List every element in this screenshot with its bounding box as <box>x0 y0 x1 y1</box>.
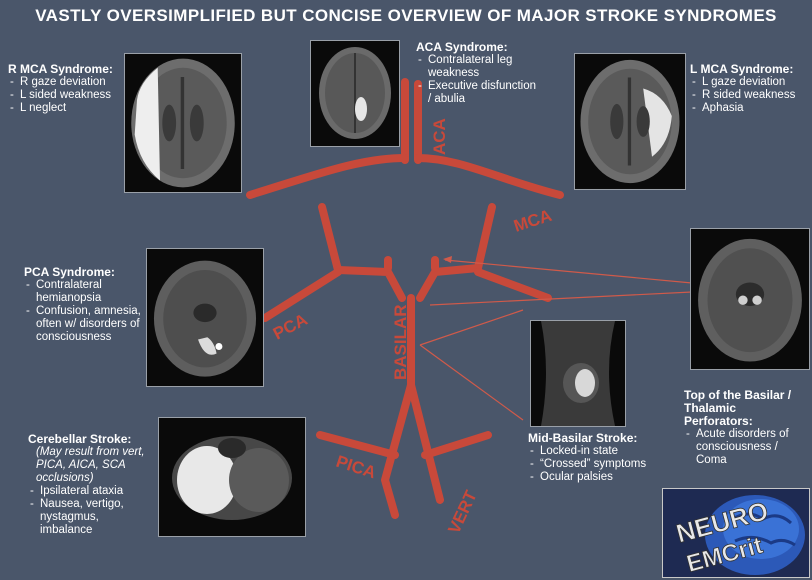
aca-syndrome: ACA Syndrome: Contralateral leg weakness… <box>416 41 540 106</box>
mid-basilar-syndrome: Mid-Basilar Stroke: Locked-in state “Cro… <box>528 431 658 485</box>
vessel-pca-right <box>416 264 482 302</box>
mid-basilar-item: Ocular palsies <box>528 471 658 484</box>
cerebellar-item: Nausea, vertigo, nystagmus, imbalance <box>28 498 146 537</box>
pointer-lines <box>419 259 693 421</box>
vessel-label-aca: ACA <box>430 118 449 155</box>
r-mca-syndrome: R MCA Syndrome: R gaze deviation L sided… <box>8 62 126 116</box>
vessel-right-arc <box>414 154 564 199</box>
vessel-left-arc <box>246 154 409 199</box>
pointer-mid-basilar-2 <box>419 344 524 421</box>
page-title: VASTLY OVERSIMPLIFIED BUT CONCISE OVERVI… <box>35 6 777 25</box>
mid-basilar-heading: Mid-Basilar Stroke: <box>528 431 638 445</box>
l-mca-item: Aphasia <box>690 102 808 115</box>
vessel-mca-left-branch <box>318 203 342 274</box>
pointer-mid-basilar-1 <box>419 309 524 346</box>
scan-cerebellar <box>158 417 306 537</box>
top-basilar-heading: Top of the Basilar / Thalamic Perforator… <box>684 388 792 428</box>
pca-item: Confusion, amnesia, often w/ disorders o… <box>24 305 142 344</box>
top-basilar-item: Acute disorders of consciousness / Coma <box>684 428 808 467</box>
vessel-vert-right <box>407 381 444 504</box>
vessel-tree <box>246 78 564 519</box>
aca-item: Executive disfunction / abulia <box>416 80 540 106</box>
scan-mid-basilar <box>530 320 626 427</box>
vessel-label-basilar: BASILAR <box>391 304 410 380</box>
vessel-label-pica: PICA <box>334 452 379 483</box>
vessel-pica-right <box>421 431 492 459</box>
mid-basilar-item: Locked-in state <box>528 445 658 458</box>
l-mca-item: R sided weakness <box>690 89 808 102</box>
aca-heading: ACA Syndrome: <box>416 40 508 54</box>
r-mca-heading: R MCA Syndrome: <box>8 62 113 76</box>
pca-item: Contralateral hemianopsia <box>24 279 142 305</box>
cerebellar-item: Ipsilateral ataxia <box>28 485 146 498</box>
cerebellar-syndrome: Cerebellar Stroke: (May result from vert… <box>28 433 146 537</box>
vessel-pca-left-out <box>261 268 342 322</box>
r-mca-item: R gaze deviation <box>8 76 126 89</box>
vessel-label-mca: MCA <box>511 206 554 236</box>
cerebellar-note: (May result from vert, PICA, AICA, SCA o… <box>36 446 145 484</box>
pca-syndrome: PCA Syndrome: Contralateral hemianopsia … <box>24 266 142 344</box>
vessel-mca-right-branch <box>474 203 496 272</box>
vessel-pica-left <box>316 431 399 459</box>
vessel-pca-left <box>334 266 406 302</box>
r-mca-item: L neglect <box>8 102 126 115</box>
scan-r-mca <box>124 53 242 193</box>
l-mca-item: L gaze deviation <box>690 76 808 89</box>
pointer-top-basilar-1 <box>444 259 693 284</box>
pointer-arrowhead <box>443 256 452 263</box>
l-mca-heading: L MCA Syndrome: <box>690 62 794 76</box>
l-mca-syndrome: L MCA Syndrome: L gaze deviation R sided… <box>690 62 808 116</box>
mid-basilar-item: “Crossed” symptoms <box>528 458 658 471</box>
vessel-vert-left <box>381 381 415 519</box>
aca-item: Contralateral leg weakness <box>416 54 540 80</box>
vessel-pca-right-out <box>474 268 552 302</box>
vessel-label-vert: VERT <box>444 487 481 537</box>
scan-l-mca <box>574 53 686 190</box>
cerebellar-heading: Cerebellar Stroke: <box>28 432 132 446</box>
pca-heading: PCA Syndrome: <box>24 265 115 279</box>
top-basilar-syndrome: Top of the Basilar / Thalamic Perforator… <box>684 389 808 467</box>
pointer-top-basilar-2 <box>429 291 693 306</box>
scan-top-basilar <box>690 228 810 370</box>
neuro-emcrit-logo: NEURO EMCrit <box>662 488 810 578</box>
scan-pca <box>146 248 264 387</box>
scan-aca <box>310 40 400 147</box>
r-mca-item: L sided weakness <box>8 89 126 102</box>
